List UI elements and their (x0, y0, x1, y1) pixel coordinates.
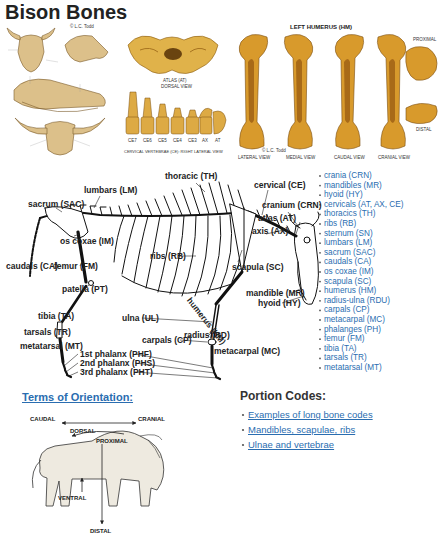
bone-link: sacrum (SAC) (324, 249, 375, 257)
section-link: Terms of Orientation: (22, 392, 133, 403)
figure-title: LEFT HUMERUS (HM) (290, 24, 352, 30)
bone-label: mandible (MR) (246, 289, 305, 298)
bone-link: metatarsal (MT) (324, 364, 382, 372)
bone-link: tarsals (TR) (324, 354, 367, 362)
list-bullets (242, 175, 321, 446)
photo-caption: DORSAL VIEW (161, 85, 192, 90)
portion-link: Mandibles, scapulae, ribs (248, 425, 355, 435)
bone-label: hyoid (HY) (258, 299, 301, 308)
bone-link: lumbars (LM) (324, 239, 372, 247)
photo-caption: © L.C. Todd (70, 25, 94, 30)
bone-label: metacarpal (MC) (214, 347, 280, 356)
photo-caption: AT (215, 139, 220, 144)
skull-photos (7, 28, 108, 155)
bone-label: scapula (SC) (232, 263, 284, 272)
bone-label: patella (PT) (62, 285, 108, 294)
orientation-term: PROXIMAL (96, 438, 128, 444)
bone-link: scapula (SC) (324, 278, 371, 286)
bone-link: mandibles (MR) (324, 182, 382, 190)
photo-caption: CE6 (143, 139, 152, 144)
bone-label: 3rd phalanx (PHT) (80, 368, 153, 377)
orientation-term: VENTRAL (58, 495, 86, 501)
bone-label: 1st phalanx (PHF) (80, 350, 152, 359)
section-heading: Portion Codes: (240, 390, 326, 402)
bone-label: ribs (RB) (150, 252, 186, 261)
orientation-term: DORSAL (70, 428, 95, 434)
photo-caption: CERVICAL VERTEBRAE (CE): RIGHT LATERAL V… (124, 150, 223, 154)
bone-label: radius (RD) (184, 331, 230, 340)
bone-link: cervicals (AT, AX, CE) (324, 201, 403, 209)
photo-caption: CE4 (173, 139, 182, 144)
bone-label: cranium (CRN) (262, 201, 322, 210)
photo-caption: CE7 (128, 139, 137, 144)
bone-link: caudals (CA) (324, 258, 371, 266)
photo-caption: LATERAL VIEW (238, 156, 270, 161)
bone-link: os coxae (IM) (324, 268, 374, 276)
bone-label: 2nd phalanx (PHS) (80, 359, 155, 368)
photo-caption: CE5 (158, 139, 167, 144)
bone-link: metacarpal (MC) (324, 316, 385, 324)
bone-label: femur (FM) (54, 262, 98, 271)
photo-caption: ATLAS (AT) (163, 79, 187, 84)
orientation-term: CAUDAL (30, 416, 55, 422)
photo-leader-lines (8, 50, 90, 146)
photo-caption: MEDIAL VIEW (286, 156, 315, 161)
orientation-term: CRANIAL (138, 416, 165, 422)
photo-caption: DISTAL (416, 128, 431, 133)
bone-label: metatarsal (MT) (20, 342, 83, 351)
bone-link: thoracics (TH) (324, 210, 375, 218)
photo-caption: AX (202, 139, 208, 144)
photo-caption: © L.C. Todd (262, 149, 286, 154)
photo-caption: CRANIAL VIEW (378, 156, 410, 161)
bone-label: cervical (CE) (254, 181, 306, 190)
orientation-bison (32, 423, 163, 524)
bone-link: crania (CRN) (324, 172, 372, 180)
bone-label: lumbars (LM) (84, 186, 137, 195)
bone-label: tibia (TA) (38, 312, 74, 321)
photo-caption: CAUDAL VIEW (334, 156, 365, 161)
bone-link: phalanges (PH) (324, 326, 381, 334)
bone-label: atlas (AT) (258, 214, 296, 223)
bone-link: ribs (RB) (324, 220, 356, 228)
bone-label: sacrum (SAC) (28, 200, 84, 209)
orientation-term: DISTAL (90, 528, 111, 534)
bone-label: thoracic (TH) (165, 172, 217, 181)
humerus-photos (239, 34, 437, 149)
bone-link: tibia (TA) (324, 345, 357, 353)
bone-link: carpals (CP) (324, 306, 370, 314)
portion-link: Examples of long bone codes (248, 410, 373, 420)
bone-link: humerus (HM) (324, 287, 376, 295)
bone-link: femur (FM) (324, 335, 364, 343)
page-title: Bison Bones (5, 2, 127, 22)
bone-label: caudals (CA) (6, 262, 58, 271)
bone-label: os coxae (IM) (60, 237, 114, 246)
bone-link: hyoid (HY) (324, 191, 363, 199)
bone-label: tarsals (TR) (24, 328, 71, 337)
photo-caption: CE3 (188, 139, 197, 144)
humerus-shading (248, 59, 395, 123)
photo-caption: PROXIMAL (413, 38, 436, 43)
bone-link: sternum (SN) (324, 230, 373, 238)
portion-link: Ulnae and vertebrae (248, 440, 334, 450)
atlas-photo (128, 36, 218, 74)
bone-label: ulna (UL) (122, 314, 159, 323)
bone-link: radius-ulna (RDU) (324, 297, 390, 305)
bone-label: axis (AX) (252, 227, 288, 236)
cervical-vertebrae-photo (126, 92, 226, 134)
